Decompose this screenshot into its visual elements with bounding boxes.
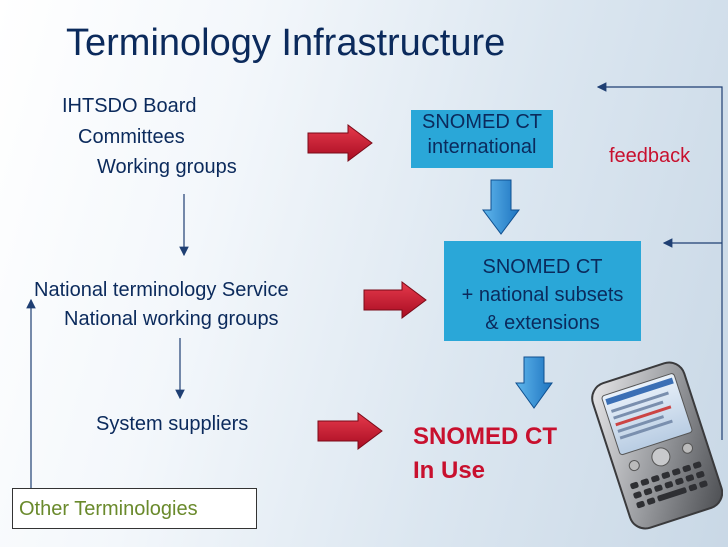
box-line: SNOMED CT — [422, 111, 542, 133]
system-suppliers-label: System suppliers — [96, 413, 249, 435]
box-line: + national subsets — [461, 284, 624, 306]
feedback-line-top — [596, 82, 723, 440]
box-line: & extensions — [485, 312, 600, 334]
slide-title: Terminology Infrastructure — [66, 22, 506, 64]
box-line: SNOMED CT — [482, 256, 603, 278]
other-terminologies-box: Other Terminologies — [12, 488, 257, 529]
feedback-label: feedback — [609, 145, 691, 167]
red-right-arrow-icon — [363, 281, 427, 319]
blue-down-arrow-icon — [515, 356, 553, 409]
snomed-national-box: SNOMED CT + national subsets & extension… — [444, 241, 641, 341]
handheld-device-icon — [591, 361, 723, 530]
red-right-arrow-icon — [307, 124, 373, 162]
in-use-line: In Use — [413, 457, 486, 484]
snomed-in-use-label: SNOMED CT In Use — [413, 420, 557, 488]
ihtsdo-board-label: IHTSDO Board — [62, 95, 197, 117]
committees-label: Committees — [78, 126, 185, 148]
national-working-groups-label: National working groups — [64, 308, 279, 330]
box-line: international — [427, 136, 537, 158]
in-use-line: SNOMED CT — [413, 423, 557, 450]
blue-down-arrow-icon — [482, 179, 520, 235]
snomed-international-box: SNOMED CT international — [411, 110, 553, 168]
red-right-arrow-icon — [317, 412, 383, 450]
national-terminology-service-label: National terminology Service — [34, 279, 289, 301]
working-groups-label: Working groups — [97, 156, 237, 178]
